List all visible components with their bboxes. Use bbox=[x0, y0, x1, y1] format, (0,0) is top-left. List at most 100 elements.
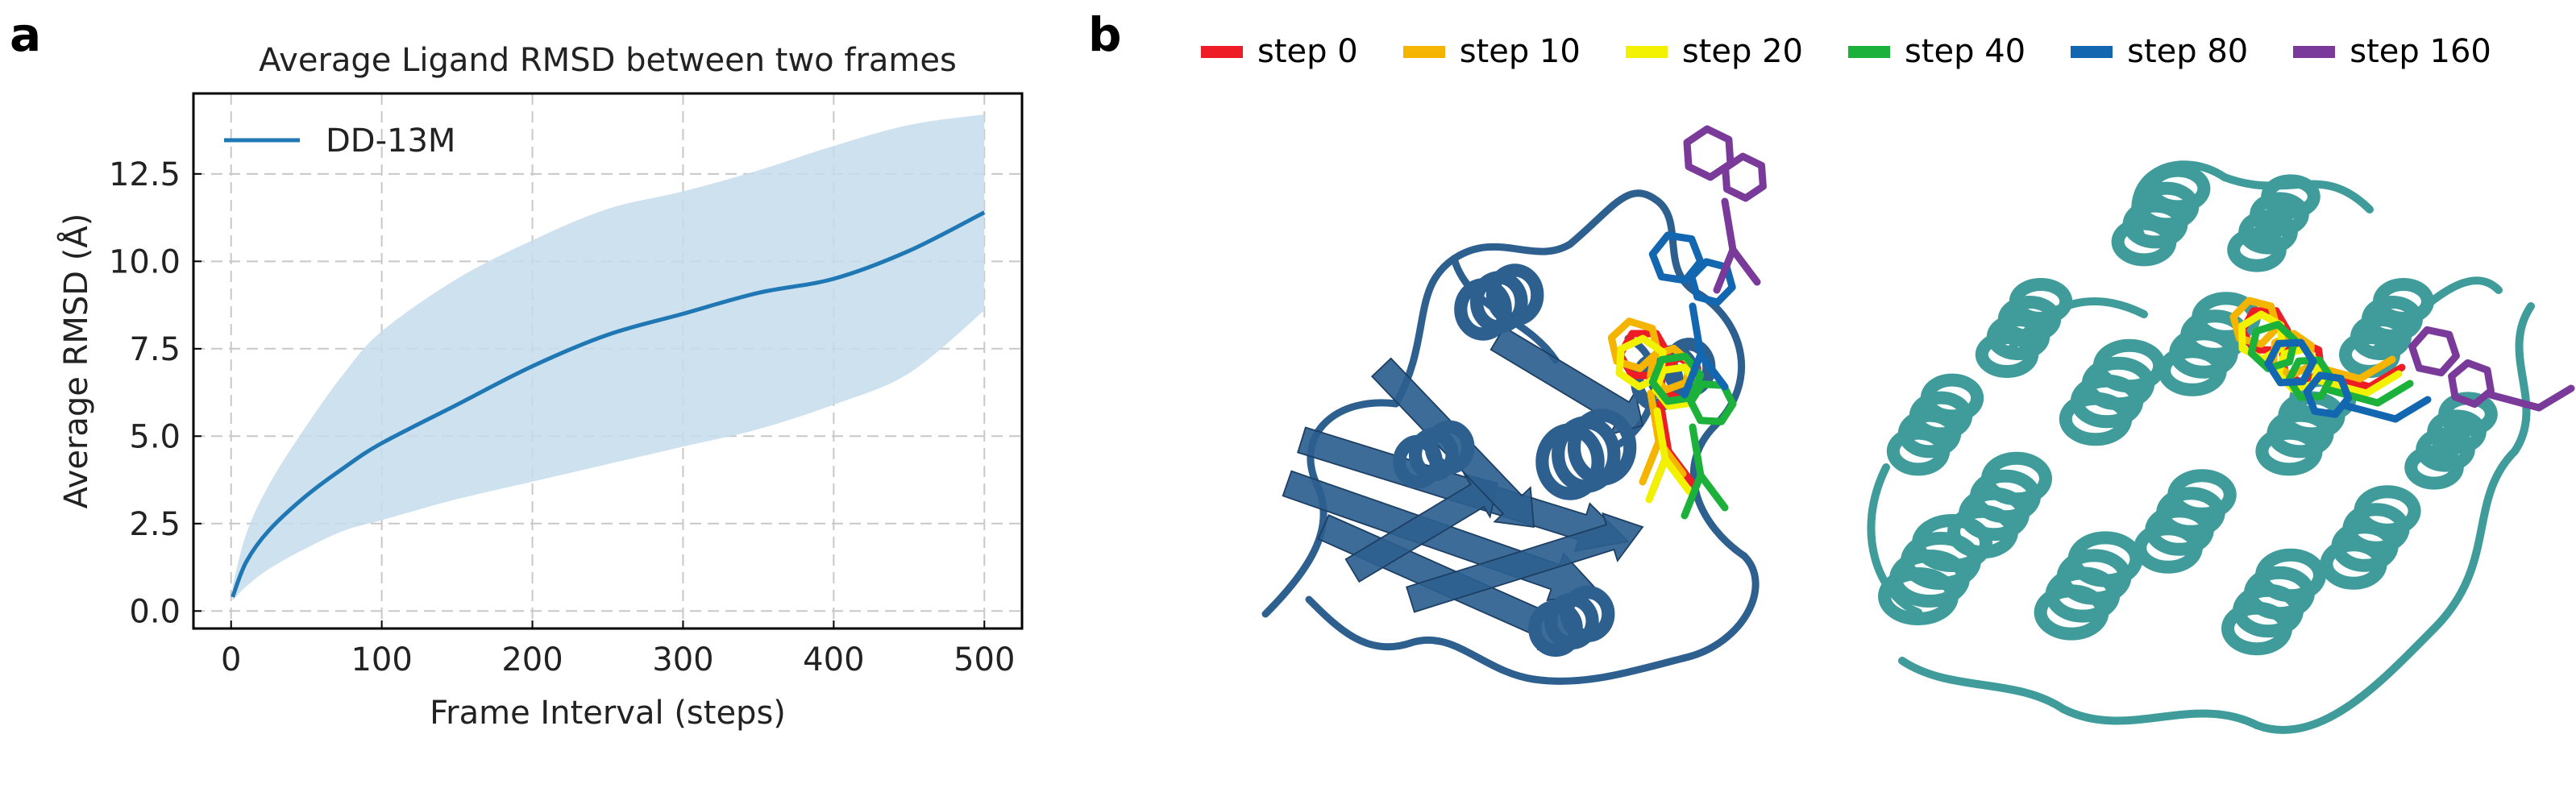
protein-loop bbox=[1898, 657, 2067, 713]
x-tick-label: 0 bbox=[221, 641, 241, 678]
ligand-bond bbox=[1645, 455, 1669, 504]
ligand-bond bbox=[1661, 455, 1693, 496]
x-tick-label: 300 bbox=[652, 641, 713, 678]
x-axis-label: Frame Interval (steps) bbox=[430, 695, 786, 732]
protein-loop bbox=[2221, 173, 2374, 214]
y-tick-label: 5.0 bbox=[129, 418, 181, 455]
legend-item-step: step 160 bbox=[2293, 33, 2491, 70]
legend-swatch bbox=[2071, 45, 2113, 58]
ligand-bond bbox=[1689, 302, 1705, 359]
protein-helix bbox=[1981, 451, 2052, 506]
protein-helix bbox=[2354, 485, 2421, 537]
legend-item-step: step 10 bbox=[1402, 33, 1581, 70]
ligand-ring bbox=[1648, 231, 1705, 284]
legend-swatch bbox=[1402, 45, 1445, 58]
ligand-bond bbox=[1656, 399, 1672, 455]
x-tick-label: 500 bbox=[954, 641, 1015, 678]
ligand-bond bbox=[1721, 197, 1737, 254]
ligand-bond bbox=[2487, 391, 2543, 412]
ligand-bond bbox=[1639, 438, 1663, 486]
legend-swatch bbox=[2293, 45, 2336, 58]
legend-label: step 0 bbox=[1257, 33, 1358, 70]
legend-swatch bbox=[1625, 45, 1668, 58]
ligand-bond bbox=[2325, 386, 2382, 407]
protein-loop bbox=[2253, 624, 2438, 734]
legend-item-step: step 80 bbox=[2071, 33, 2248, 70]
ligand-ring bbox=[1615, 334, 1667, 391]
y-tick-label: 7.5 bbox=[129, 331, 181, 368]
protein-loop bbox=[2366, 276, 2503, 359]
ligand-ring bbox=[1687, 380, 1737, 425]
protein-helix bbox=[2261, 174, 2320, 219]
protein-helix bbox=[1920, 373, 1984, 423]
protein-helix bbox=[1424, 420, 1475, 475]
ligand-bond bbox=[2366, 363, 2406, 391]
protein-structures bbox=[1261, 125, 2575, 734]
legend-item-step: step 40 bbox=[1847, 33, 2026, 70]
ligand-bond bbox=[1713, 246, 1737, 294]
protein-helix bbox=[1567, 409, 1637, 486]
y-axis-label: Average RMSD (Å) bbox=[56, 214, 95, 509]
protein-loop bbox=[2511, 302, 2535, 455]
legend-label: step 40 bbox=[1904, 33, 2026, 70]
protein-helix bbox=[2167, 469, 2237, 521]
protein-left-cartoon bbox=[1261, 189, 1760, 685]
series-line-dd-13m bbox=[231, 210, 986, 598]
protein-loop bbox=[1530, 552, 1760, 685]
legend-item-step: step 0 bbox=[1201, 33, 1358, 70]
ligand-ring bbox=[1607, 317, 1662, 372]
protein-helix bbox=[2145, 164, 2211, 214]
legend-swatch bbox=[1201, 45, 1243, 58]
legend-label-dd-13m: DD-13M bbox=[326, 122, 455, 160]
legend-label: step 160 bbox=[2350, 33, 2491, 70]
legend-label: step 80 bbox=[2127, 33, 2249, 70]
axes-frame bbox=[192, 92, 1024, 630]
legend-swatch bbox=[1847, 45, 1890, 58]
legend-item-step: step 20 bbox=[1625, 33, 1803, 70]
ligand-poses bbox=[1607, 125, 2575, 520]
protein-helix bbox=[2255, 548, 2326, 603]
ligand-bond bbox=[1681, 351, 1705, 399]
ligand-bond bbox=[1653, 407, 1669, 463]
protein-loop bbox=[1305, 595, 1538, 683]
ligand-bond bbox=[1681, 471, 1705, 520]
ligand-ring bbox=[1688, 258, 1736, 306]
panel-b-label: b bbox=[1088, 7, 1122, 62]
ligand-bond bbox=[2362, 370, 2403, 397]
protein-loop bbox=[2430, 447, 2519, 633]
x-tick-label: 400 bbox=[803, 641, 864, 678]
legend-label: step 10 bbox=[1459, 33, 1581, 70]
y-tick-label: 2.5 bbox=[129, 506, 181, 543]
ligand-bond bbox=[2356, 355, 2396, 383]
panel-a-label: a bbox=[10, 7, 42, 62]
axis-ticks: 0 100 200 300 400 500 0.0 2.5 5.0 7.5 10.0 12.5 bbox=[109, 156, 1016, 678]
ligand-ring bbox=[1648, 352, 1705, 405]
std-band-dd-13m bbox=[232, 114, 985, 601]
ligand-ring bbox=[2264, 338, 2317, 387]
ligand-bond bbox=[1689, 423, 1705, 479]
protein-strand bbox=[1406, 512, 1644, 613]
x-tick-label: 200 bbox=[501, 641, 563, 678]
protein-loop bbox=[2059, 705, 2261, 729]
y-tick-label: 0.0 bbox=[129, 593, 181, 630]
y-tick-label: 10.0 bbox=[109, 243, 181, 280]
ligand-bond bbox=[1697, 471, 1729, 512]
protein-loop bbox=[1566, 189, 1705, 299]
ligand-ring bbox=[2448, 359, 2495, 409]
ligand-bond bbox=[1729, 246, 1761, 286]
protein-helix bbox=[1485, 263, 1544, 326]
protein-helix bbox=[2067, 531, 2143, 587]
y-tick-label: 12.5 bbox=[109, 156, 181, 193]
x-tick-label: 100 bbox=[351, 641, 412, 678]
protein-loop bbox=[2003, 297, 2148, 359]
ligand-bond bbox=[2535, 384, 2575, 412]
protein-loop bbox=[1689, 291, 1748, 560]
legend-label: step 20 bbox=[1681, 33, 1803, 70]
rmsd-line-chart: 0 100 200 300 400 500 0.0 2.5 5.0 7.5 10.0 12.5 Ave… bbox=[56, 42, 1024, 732]
protein-right-cartoon bbox=[1867, 160, 2535, 734]
ligand-bond bbox=[2391, 396, 2432, 423]
ligand-ring bbox=[2303, 371, 2353, 418]
ligand-ring bbox=[2229, 297, 2281, 348]
protein-helix bbox=[1560, 585, 1615, 643]
protein-loop bbox=[1867, 463, 1922, 616]
